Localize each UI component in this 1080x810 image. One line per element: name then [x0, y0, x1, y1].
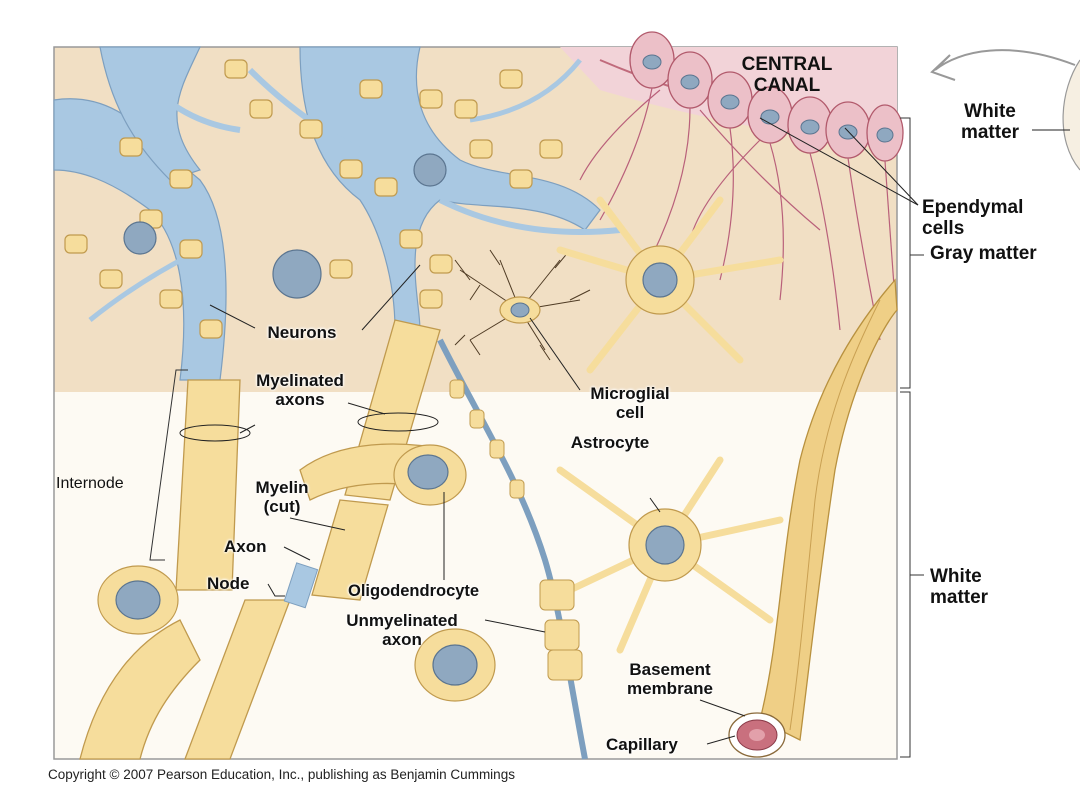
internode-label: Internode: [56, 475, 124, 492]
astrocytes: [556, 196, 784, 654]
region-brackets: [149, 117, 924, 758]
node-label: Node: [207, 574, 250, 593]
ependymal-nucleus: [800, 119, 820, 135]
copyright-notice: Copyright © 2007 Pearson Education, Inc.…: [48, 767, 515, 782]
spinal-cord-inset: [930, 49, 1080, 171]
oligodendrocyte-nucleus: [432, 644, 478, 686]
axon-label: Axon: [224, 537, 267, 556]
axon-core: [283, 562, 319, 609]
myelin-cut-label: Myelin(cut): [255, 478, 309, 516]
neurons-label: Neurons: [267, 323, 337, 342]
astrocyte-nucleus: [642, 262, 678, 298]
capillary-label: Capillary: [606, 735, 678, 754]
unmyelinated-axon-shape: [437, 338, 588, 760]
capillary-vessel: [728, 278, 898, 758]
gray-matter-label: Gray matter: [930, 243, 1037, 264]
astrocyte-label: Astrocyte: [570, 433, 650, 452]
figure-frame: [53, 46, 898, 760]
oligodendrocyte-label: Oligodendrocyte: [348, 582, 480, 600]
microglial-cell-shape: [454, 249, 591, 361]
ependymal-nucleus: [720, 94, 740, 110]
oligodendrocyte-nucleus: [115, 580, 161, 620]
ependymal-nucleus: [876, 127, 894, 143]
oligodendrocyte-nucleus: [407, 454, 449, 490]
astrocyte-nucleus: [645, 525, 685, 565]
ependymal-nucleus: [642, 54, 662, 70]
neuron-nuclei: [123, 153, 447, 299]
leader-lines: [179, 117, 1070, 745]
ependymal-nucleus: [680, 74, 700, 90]
neuron-network: [53, 46, 621, 381]
ependymal-nucleus: [838, 124, 858, 140]
ependymal-nucleus: [760, 109, 780, 125]
